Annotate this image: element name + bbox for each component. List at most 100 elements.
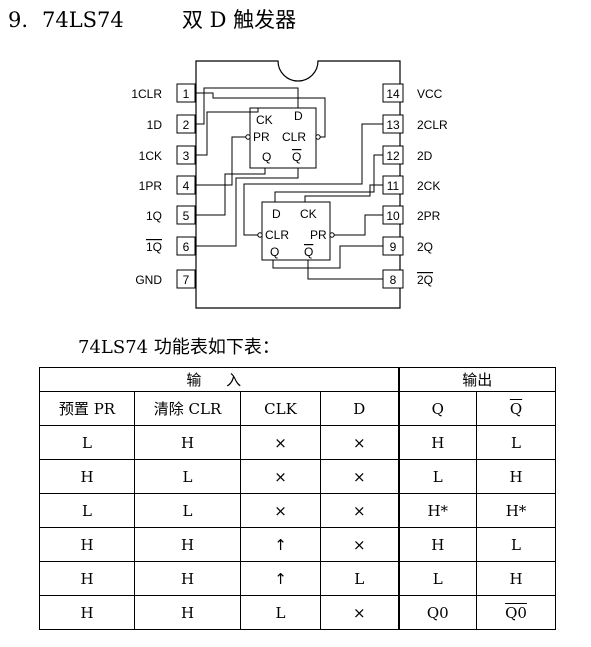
- cell-d: ×: [320, 459, 399, 494]
- svg-text:2PR: 2PR: [417, 209, 441, 223]
- svg-text:2: 2: [183, 118, 190, 132]
- table-group-header: 输 入 输出: [39, 367, 556, 392]
- table-row: H H L × Q0 Q0: [39, 595, 556, 630]
- svg-text:11: 11: [387, 179, 400, 193]
- svg-text:2D: 2D: [417, 149, 433, 163]
- svg-text:13: 13: [386, 118, 400, 132]
- pin-1: 1 1CLR: [131, 83, 196, 103]
- col-header-qbar: Q: [476, 391, 556, 426]
- cell-d: L: [320, 561, 399, 596]
- svg-text:D: D: [272, 207, 281, 221]
- col-header-q: Q: [397, 391, 477, 426]
- svg-text:2Q: 2Q: [417, 240, 433, 254]
- pin-8: 8 2Q: [382, 269, 433, 289]
- svg-text:1: 1: [183, 87, 190, 101]
- cell-clk: ×: [240, 493, 321, 528]
- cell-d: ×: [320, 595, 399, 630]
- col-header-pr: 预置 PR: [39, 391, 135, 426]
- cell-clr: H: [134, 561, 241, 596]
- cell-pr: H: [39, 459, 135, 494]
- section-number: 9.: [8, 8, 29, 32]
- svg-text:CK: CK: [300, 207, 317, 221]
- pin-11: 11 2CK: [382, 175, 440, 195]
- cell-clk: ×: [240, 425, 321, 460]
- svg-text:1CK: 1CK: [139, 149, 162, 163]
- function-table: 输 入 输出 预置 PR 清除 CLR CLK D Q Q L H × × H …: [39, 367, 556, 630]
- cell-q: L: [397, 561, 477, 596]
- section-title: 双 D 触发器: [182, 8, 297, 32]
- cell-clr: H: [134, 425, 241, 460]
- cell-q: H: [397, 425, 477, 460]
- cell-clr: L: [134, 493, 241, 528]
- col-header-d: D: [320, 391, 399, 426]
- cell-q: H: [397, 527, 477, 562]
- cell-q: H*: [397, 493, 477, 528]
- svg-text:PR: PR: [253, 130, 270, 144]
- section-heading: 9. 74LS74 双 D 触发器: [8, 4, 296, 34]
- svg-text:Q: Q: [304, 245, 313, 259]
- cell-clr: L: [134, 459, 241, 494]
- svg-text:CLR: CLR: [282, 130, 306, 144]
- table-column-header: 预置 PR 清除 CLR CLK D Q Q: [39, 391, 556, 426]
- cell-clk: L: [240, 595, 321, 630]
- cell-qbar: Q0: [476, 595, 556, 630]
- table-row: L H × × H L: [39, 425, 556, 460]
- cell-pr: H: [39, 595, 135, 630]
- cell-clr: H: [134, 595, 241, 630]
- svg-text:PR: PR: [310, 228, 327, 242]
- svg-text:10: 10: [386, 209, 400, 223]
- chip-body: [195, 60, 401, 309]
- col-header-clk: CLK: [240, 391, 321, 426]
- svg-text:14: 14: [386, 87, 400, 101]
- cell-clr: H: [134, 527, 241, 562]
- pin-7: 7 GND: [135, 269, 196, 289]
- svg-text:CLR: CLR: [265, 228, 289, 242]
- cell-pr: L: [39, 425, 135, 460]
- svg-text:D: D: [294, 109, 303, 123]
- output-group-header: 输出: [397, 367, 556, 392]
- cell-d: ×: [320, 425, 399, 460]
- pin-13: 13 2CLR: [382, 114, 448, 134]
- flip-flop-1: CK D PR CLR Q Q: [245, 107, 321, 169]
- cell-d: ×: [320, 527, 399, 562]
- cell-qbar: L: [476, 527, 556, 562]
- pinout-diagram: 1 1CLR 2 1D 3 1CK 4 1PR 5 1Q 6 1Q: [131, 60, 448, 309]
- pin-10: 10 2PR: [382, 205, 441, 225]
- pin-6: 6 1Q: [146, 236, 196, 256]
- svg-text:VCC: VCC: [417, 87, 443, 101]
- cell-pr: H: [39, 561, 135, 596]
- svg-text:9: 9: [390, 240, 397, 254]
- part-number: 74LS74: [42, 8, 124, 32]
- col-header-clr: 清除 CLR: [134, 391, 241, 426]
- table-row: H H ↑ × H L: [39, 527, 556, 562]
- input-group-header: 输 入: [39, 367, 399, 392]
- cell-d: ×: [320, 493, 399, 528]
- pin-4: 4 1PR: [139, 175, 196, 195]
- table-row: H L × × L H: [39, 459, 556, 494]
- cell-qbar: L: [476, 425, 556, 460]
- cell-q: Q0: [397, 595, 477, 630]
- svg-text:1CLR: 1CLR: [131, 87, 162, 101]
- cell-qbar: H: [476, 459, 556, 494]
- svg-text:7: 7: [183, 273, 190, 287]
- cell-qbar: H*: [476, 493, 556, 528]
- table-row: H H ↑ L L H: [39, 561, 556, 596]
- pin-5: 5 1Q: [146, 205, 196, 225]
- svg-text:1Q: 1Q: [146, 240, 162, 254]
- table-row: L L × × H* H*: [39, 493, 556, 528]
- svg-text:Q: Q: [262, 150, 271, 164]
- pin-9: 9 2Q: [382, 236, 433, 256]
- flip-flop-2: D CK CLR PR Q Q: [257, 201, 335, 261]
- cell-clk: ↑: [240, 561, 321, 596]
- svg-text:6: 6: [183, 240, 190, 254]
- pin-2: 2 1D: [147, 114, 196, 134]
- svg-text:2CK: 2CK: [417, 179, 440, 193]
- svg-text:8: 8: [390, 273, 397, 287]
- table-caption: 74LS74 功能表如下表：: [78, 337, 280, 358]
- svg-text:4: 4: [183, 179, 190, 193]
- pin-3: 3 1CK: [139, 145, 196, 165]
- wiring: [195, 87, 383, 280]
- svg-text:Q: Q: [270, 245, 279, 259]
- svg-text:Q: Q: [292, 150, 301, 164]
- svg-text:1Q: 1Q: [146, 209, 162, 223]
